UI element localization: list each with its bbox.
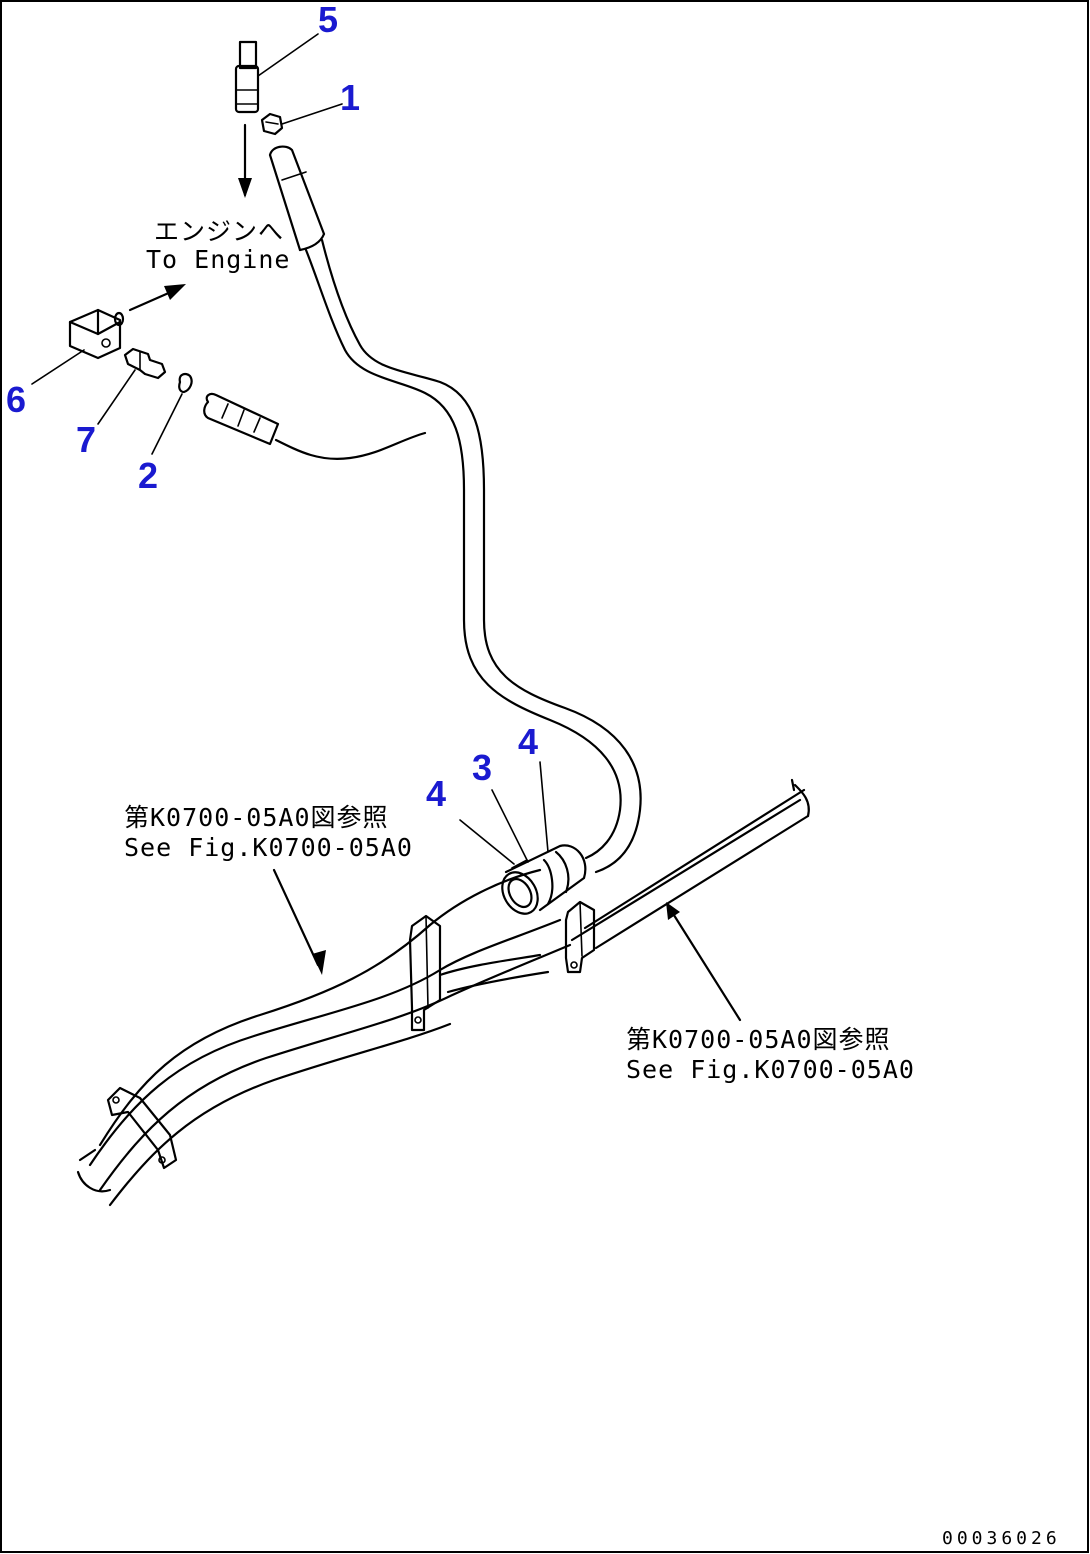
callout-3: 3 [472,747,492,788]
callout-2: 2 [138,455,158,496]
callout-1: 1 [340,77,360,118]
engine-note-jp: エンジンへ [154,217,284,246]
part-7-fitting [123,347,167,380]
part-5-sensor [234,40,260,114]
clamp-left [106,1086,178,1170]
callout-6: 6 [6,379,26,420]
drawing-number: 00036026 [942,1528,1061,1549]
engine-note-en: To Engine [146,245,290,274]
arrow-to-engine-down [238,123,252,198]
callout-7: 7 [76,419,96,460]
main-pipe-bundle [76,778,810,1207]
clamp-middle [408,914,442,1032]
callout-4-left: 4 [426,773,446,814]
hose-upper [268,145,642,874]
ref-arrow-right [666,902,742,1022]
callout-5: 5 [318,0,338,40]
ref-note-left-en: See Fig.K0700-05A0 [124,833,413,862]
ref-note-left-jp: 第K0700-05A0図参照 [124,803,389,832]
part-1-nut [260,112,284,136]
arrow-to-engine-diagonal [128,284,186,312]
clamp-right [564,900,596,974]
ref-note-right-en: See Fig.K0700-05A0 [626,1055,915,1084]
leader-lines [31,33,549,865]
ref-note-right-jp: 第K0700-05A0図参照 [626,1025,891,1054]
part-6-block [68,308,125,360]
ref-arrow-left [272,868,326,975]
callout-4-right: 4 [518,721,538,762]
hose-lower-branch [203,392,427,460]
part-3-4-fitting [501,844,587,915]
part-2-clip [178,372,193,394]
